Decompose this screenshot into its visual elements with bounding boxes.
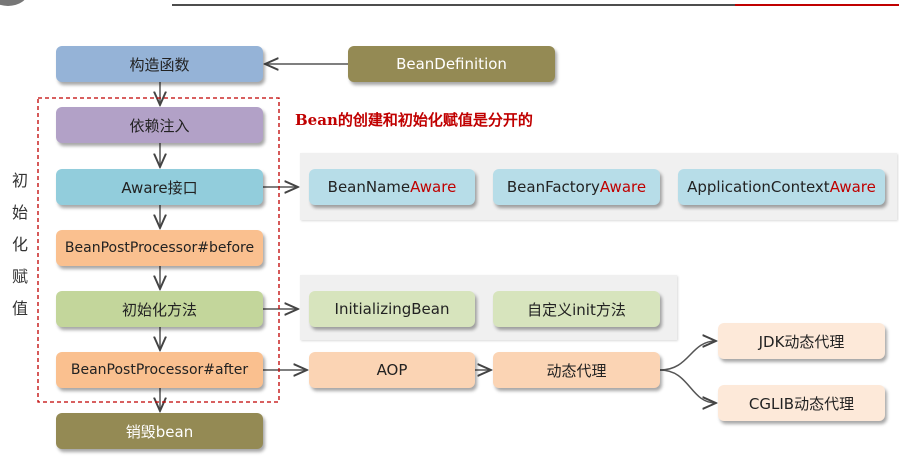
dependency-injection-box: 依赖注入 — [56, 107, 263, 143]
header-bar-accent — [735, 4, 899, 6]
bean-definition-box: BeanDefinition — [348, 46, 555, 82]
label-suffix: Aware — [599, 178, 647, 196]
side-char: 始 — [11, 203, 28, 222]
initializing-bean-box: InitializingBean — [309, 291, 475, 327]
aop-box: AOP — [309, 352, 475, 388]
label-suffix: Aware — [410, 178, 457, 196]
title-note: Bean的创建和初始化赋值是分开的 — [295, 111, 533, 129]
jdk-proxy-box: JDK动态代理 — [718, 323, 885, 359]
bpp-after-box: BeanPostProcessor#after — [56, 352, 263, 388]
side-char: 初 — [11, 171, 28, 190]
dynamic-proxy-box: 动态代理 — [493, 352, 660, 388]
side-char: 赋 — [11, 267, 28, 286]
constructor-box: 构造函数 — [56, 46, 263, 82]
destroy-box: 销毁bean — [56, 413, 263, 449]
init-method-box: 初始化方法 — [56, 291, 263, 327]
side-char: 化 — [11, 235, 28, 254]
side-char: 值 — [11, 299, 28, 318]
cglib-proxy-box: CGLIB动态代理 — [718, 385, 885, 421]
side-label: 初始化赋值 — [10, 165, 30, 325]
label: ApplicationContext — [687, 178, 830, 196]
bpp-before-box: BeanPostProcessor#before — [56, 230, 263, 266]
aware-interface-box: Aware接口 — [56, 169, 263, 205]
label: BeanName — [327, 178, 411, 196]
label: BeanFactory — [506, 178, 600, 196]
header-bar — [172, 4, 735, 6]
logo-icon — [0, 0, 28, 6]
label-suffix: Aware — [829, 178, 876, 196]
custom-init-box: 自定义init方法 — [493, 291, 660, 327]
